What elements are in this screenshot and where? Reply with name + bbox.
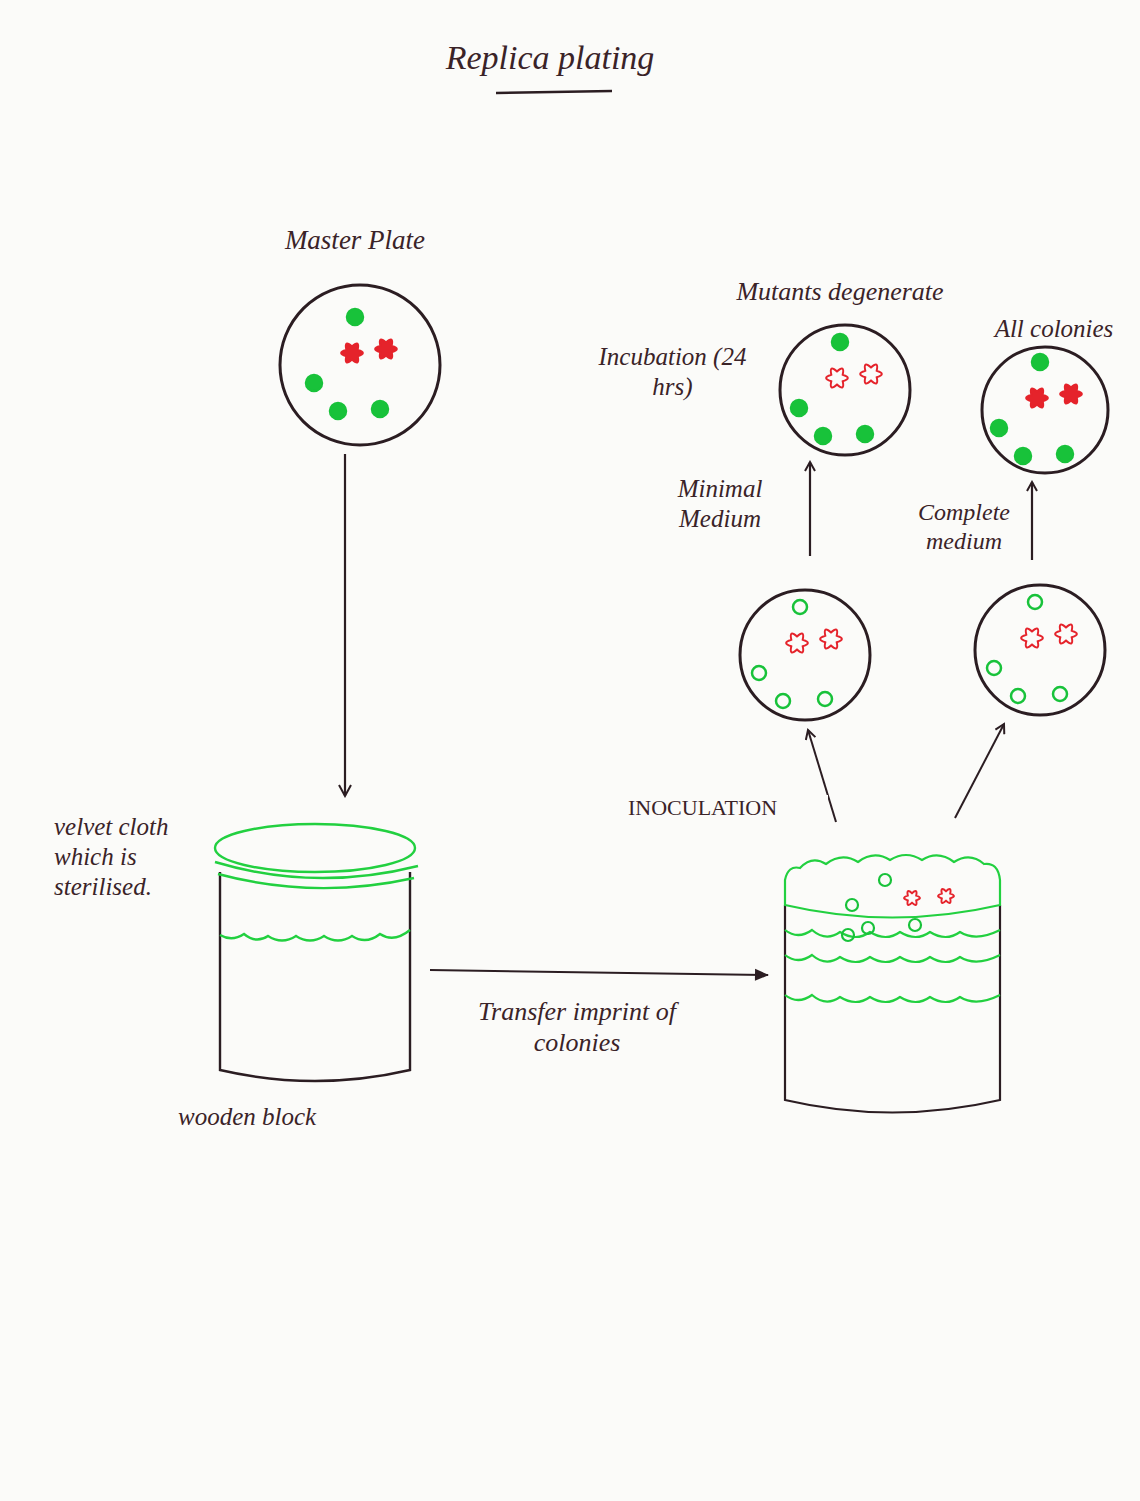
colony	[1011, 689, 1025, 703]
imprint-colonies	[842, 874, 954, 941]
mutant-colony	[341, 343, 363, 362]
mutant-colony	[1055, 624, 1077, 643]
flow-arrow	[344, 454, 346, 796]
mutant-colony	[1021, 628, 1043, 647]
petri-plate	[780, 325, 910, 455]
block-label: wooden block	[178, 1102, 388, 1132]
colony	[752, 666, 766, 680]
petri-plate	[975, 585, 1105, 715]
mutant-colony	[1026, 388, 1048, 407]
title: Replica plating	[370, 38, 730, 79]
colony	[776, 694, 790, 708]
inoculated-plate	[740, 590, 870, 720]
mutant-colony	[820, 629, 842, 648]
plate-heading: Mutants degenerate	[700, 276, 980, 307]
title-underline	[496, 91, 612, 93]
mutant-colony	[826, 368, 848, 387]
mutant-colony	[375, 339, 397, 358]
wooden-block: velvet cloth which is sterilised. wooden …	[50, 800, 420, 1145]
colony	[347, 309, 363, 325]
colony	[991, 420, 1007, 436]
step-label: INOCULATION	[628, 795, 828, 821]
medium-label: Minimal Medium	[650, 474, 790, 534]
colony	[1015, 448, 1031, 464]
colony	[987, 661, 1001, 675]
complete-arrow	[1031, 482, 1033, 560]
colony	[793, 600, 807, 614]
master-plate: Master Plate	[255, 222, 455, 452]
mutant-colony	[1060, 384, 1082, 403]
step-label: Incubation (24 hrs)	[590, 342, 755, 402]
transfer-arrow	[430, 970, 768, 975]
petri-plate	[982, 347, 1108, 473]
velvet-label: velvet cloth which is sterilised.	[54, 812, 218, 902]
mutant-colony	[860, 364, 882, 383]
colony	[1032, 354, 1048, 370]
colony	[791, 400, 807, 416]
colony	[1057, 446, 1073, 462]
petri-plate	[280, 285, 440, 445]
colony	[832, 334, 848, 350]
colony	[815, 428, 831, 444]
node-outline	[255, 222, 455, 452]
arrow-label: Transfer imprint of colonies	[462, 996, 692, 1058]
medium-label: Complete medium	[905, 498, 1023, 556]
petri-plate	[740, 590, 870, 720]
minimal-arrow	[809, 462, 811, 556]
complete-result-plate: All colonies	[978, 312, 1130, 478]
inoculated-plate	[975, 585, 1105, 715]
colony	[306, 375, 322, 391]
plate-heading: Master Plate	[255, 224, 455, 256]
imprint-block	[785, 855, 1000, 1113]
plate-heading: All colonies	[978, 314, 1130, 344]
colony	[857, 426, 873, 442]
colony	[1053, 687, 1067, 701]
colony	[1028, 595, 1042, 609]
colony	[330, 403, 346, 419]
inoculation-arrow	[955, 724, 1004, 818]
colony	[372, 401, 388, 417]
colony	[818, 692, 832, 706]
mutant-colony	[786, 633, 808, 652]
